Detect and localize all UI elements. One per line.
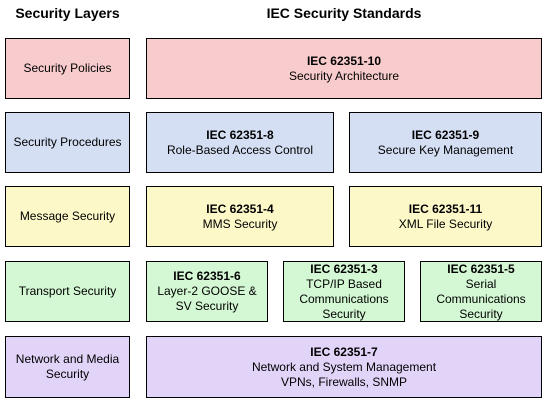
standard-description-line1: Network and System Management: [251, 359, 437, 374]
standard-description-line1: Serial: [465, 276, 497, 291]
standard-description-line2: VPNs, Firewalls, SNMP: [280, 374, 408, 389]
layer-label: Security Policies: [23, 61, 112, 75]
standard-description-line2: Communications: [436, 291, 526, 306]
standard-iec-62351-10: IEC 62351-10 Security Architecture: [146, 38, 542, 99]
iec-standards-header: IEC Security Standards: [266, 5, 422, 21]
standard-description: XML File Security: [398, 216, 493, 231]
security-layers-header: Security Layers: [15, 5, 120, 21]
standard-description-line3: Security: [322, 306, 366, 321]
standard-iec-62351-6: IEC 62351-6 Layer-2 GOOSE & SV Security: [146, 261, 268, 322]
standard-id: IEC 62351-10: [306, 53, 382, 68]
standard-description-line1: TCP/IP Based: [306, 276, 382, 291]
standard-description: Security Architecture: [288, 68, 400, 83]
standard-id: IEC 62351-6: [173, 269, 241, 283]
layer-label: Network and Media Security: [15, 352, 120, 381]
standard-iec-62351-3: IEC 62351-3 TCP/IP Based Communications …: [283, 261, 405, 322]
layer-security-policies: Security Policies: [5, 38, 130, 99]
standard-description-line2: SV Security: [175, 299, 239, 313]
standard-iec-62351-7: IEC 62351-7 Network and System Managemen…: [146, 336, 542, 398]
layer-label: Transport Security: [18, 284, 117, 298]
standard-description-line2: Communications: [299, 291, 389, 306]
standard-id: IEC 62351-5: [447, 261, 515, 276]
layer-network-and-media-security: Network and Media Security: [5, 336, 130, 398]
standard-id: IEC 62351-11: [408, 201, 483, 216]
standard-description: MMS Security: [202, 216, 278, 231]
layer-label: Security Procedures: [13, 135, 122, 149]
layer-message-security: Message Security: [5, 186, 130, 247]
standard-iec-62351-11: IEC 62351-11 XML File Security: [349, 186, 542, 247]
standard-id: IEC 62351-4: [206, 201, 274, 216]
layer-security-procedures: Security Procedures: [5, 112, 130, 173]
standard-description-line3: Security: [459, 306, 503, 321]
standard-iec-62351-5: IEC 62351-5 Serial Communications Securi…: [420, 261, 542, 322]
layer-label: Message Security: [19, 209, 116, 223]
standard-description-line1: Layer-2 GOOSE &: [157, 284, 257, 298]
standard-iec-62351-8: IEC 62351-8 Role-Based Access Control: [146, 112, 334, 173]
standard-id: IEC 62351-8: [206, 127, 274, 142]
standard-id: IEC 62351-3: [310, 261, 378, 276]
layer-transport-security: Transport Security: [5, 261, 130, 322]
standard-description: Role-Based Access Control: [166, 142, 314, 157]
standard-id: IEC 62351-9: [411, 127, 480, 142]
standard-description: Secure Key Management: [377, 142, 514, 157]
standard-iec-62351-4: IEC 62351-4 MMS Security: [146, 186, 334, 247]
standard-id: IEC 62351-7: [310, 344, 378, 359]
standard-iec-62351-9: IEC 62351-9 Secure Key Management: [349, 112, 542, 173]
